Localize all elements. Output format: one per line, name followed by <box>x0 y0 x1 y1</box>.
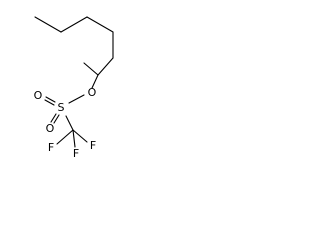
bond-c1-c2 <box>34 16 62 33</box>
atom-fluorine-right: F <box>90 139 96 152</box>
bond-c-f-bottom <box>72 129 76 148</box>
bond-c6-c7 <box>83 62 99 76</box>
sulfonyl-double-bonds <box>44 96 60 124</box>
atom-fluorine-bottom: F <box>73 147 79 160</box>
bond-s-o-a-2 <box>45 96 56 103</box>
bond-s-o-b-2 <box>53 114 60 124</box>
bond-o-s <box>68 94 85 104</box>
atom-fluorine-left: F <box>48 141 54 154</box>
atom-sulfur: S <box>58 101 65 114</box>
bond-c5-c6 <box>97 57 114 76</box>
bond-s-o-b-1 <box>50 113 57 123</box>
bond-s-cf3 <box>65 115 74 131</box>
bond-c3-c4 <box>86 16 114 33</box>
bond-c-f-right <box>72 129 88 143</box>
bond-s-o-a-1 <box>44 99 55 106</box>
trifluoromethyl-bonds <box>56 115 88 148</box>
alkyl-chain <box>34 16 114 89</box>
atom-oxygen-sulfonyl-a: O <box>34 89 43 102</box>
bond-c-f-left <box>56 129 74 145</box>
bond-c6-o <box>91 74 99 89</box>
bond-c2-c3 <box>60 16 88 33</box>
atom-oxygen-ester: O <box>88 86 97 99</box>
chemical-structure: O S O O F F F <box>34 16 114 160</box>
atom-oxygen-sulfonyl-b: O <box>46 122 55 135</box>
